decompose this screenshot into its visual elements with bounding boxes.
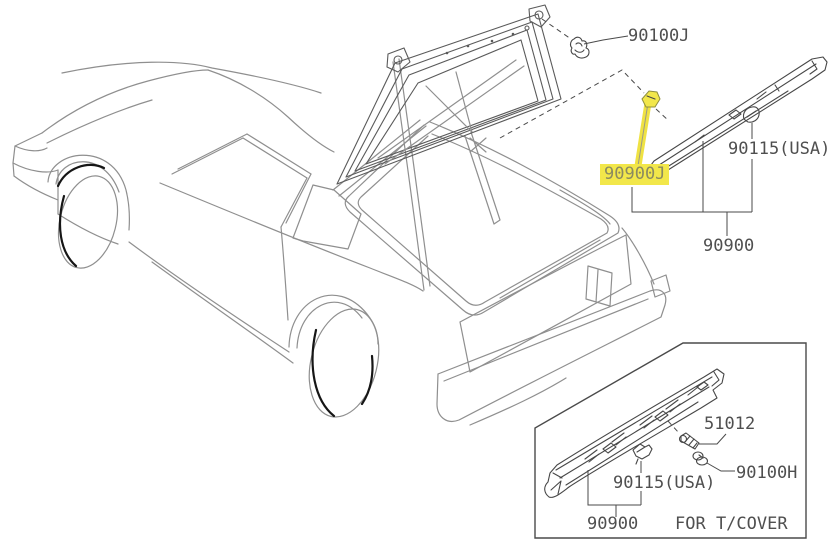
part-label-90115-bottom[interactable]: 90115(USA) <box>613 473 716 493</box>
part-label-90100j[interactable]: 90100J <box>628 26 690 46</box>
rear-wheel <box>308 308 380 418</box>
finisher-strip-bottom <box>544 368 725 498</box>
clip-90115-top <box>742 106 760 123</box>
car-outline <box>12 58 431 364</box>
front-wheel <box>56 163 119 269</box>
rear-bumper <box>436 289 667 426</box>
open-hatch <box>336 4 562 185</box>
tail-panel <box>459 227 671 373</box>
tcover-box <box>534 342 807 539</box>
hatch-hinge-left <box>386 47 411 73</box>
part-label-90900-top[interactable]: 90900 <box>703 236 755 256</box>
clip-90900j-highlighted <box>641 90 661 108</box>
tcover-note: FOR T/COVER <box>675 514 788 534</box>
part-label-90900-bottom[interactable]: 90900 <box>587 514 639 534</box>
part-label-51012[interactable]: 51012 <box>704 414 756 434</box>
grommet-90100h <box>692 451 709 466</box>
part-label-90115-top[interactable]: 90115(USA) <box>728 139 831 159</box>
leader-lines-top <box>499 18 753 236</box>
cargo-opening <box>332 119 620 316</box>
screw-51012 <box>678 432 700 450</box>
clip-90115-bottom <box>632 443 653 465</box>
highlight-leader-90900j <box>634 90 661 170</box>
finisher-strip-top <box>644 56 828 179</box>
clip-90100j <box>569 36 590 59</box>
part-label-90100h[interactable]: 90100H <box>736 463 798 483</box>
leader-lines-bottom <box>587 420 735 517</box>
part-label-90900j-highlighted[interactable]: 90900J <box>600 164 670 185</box>
